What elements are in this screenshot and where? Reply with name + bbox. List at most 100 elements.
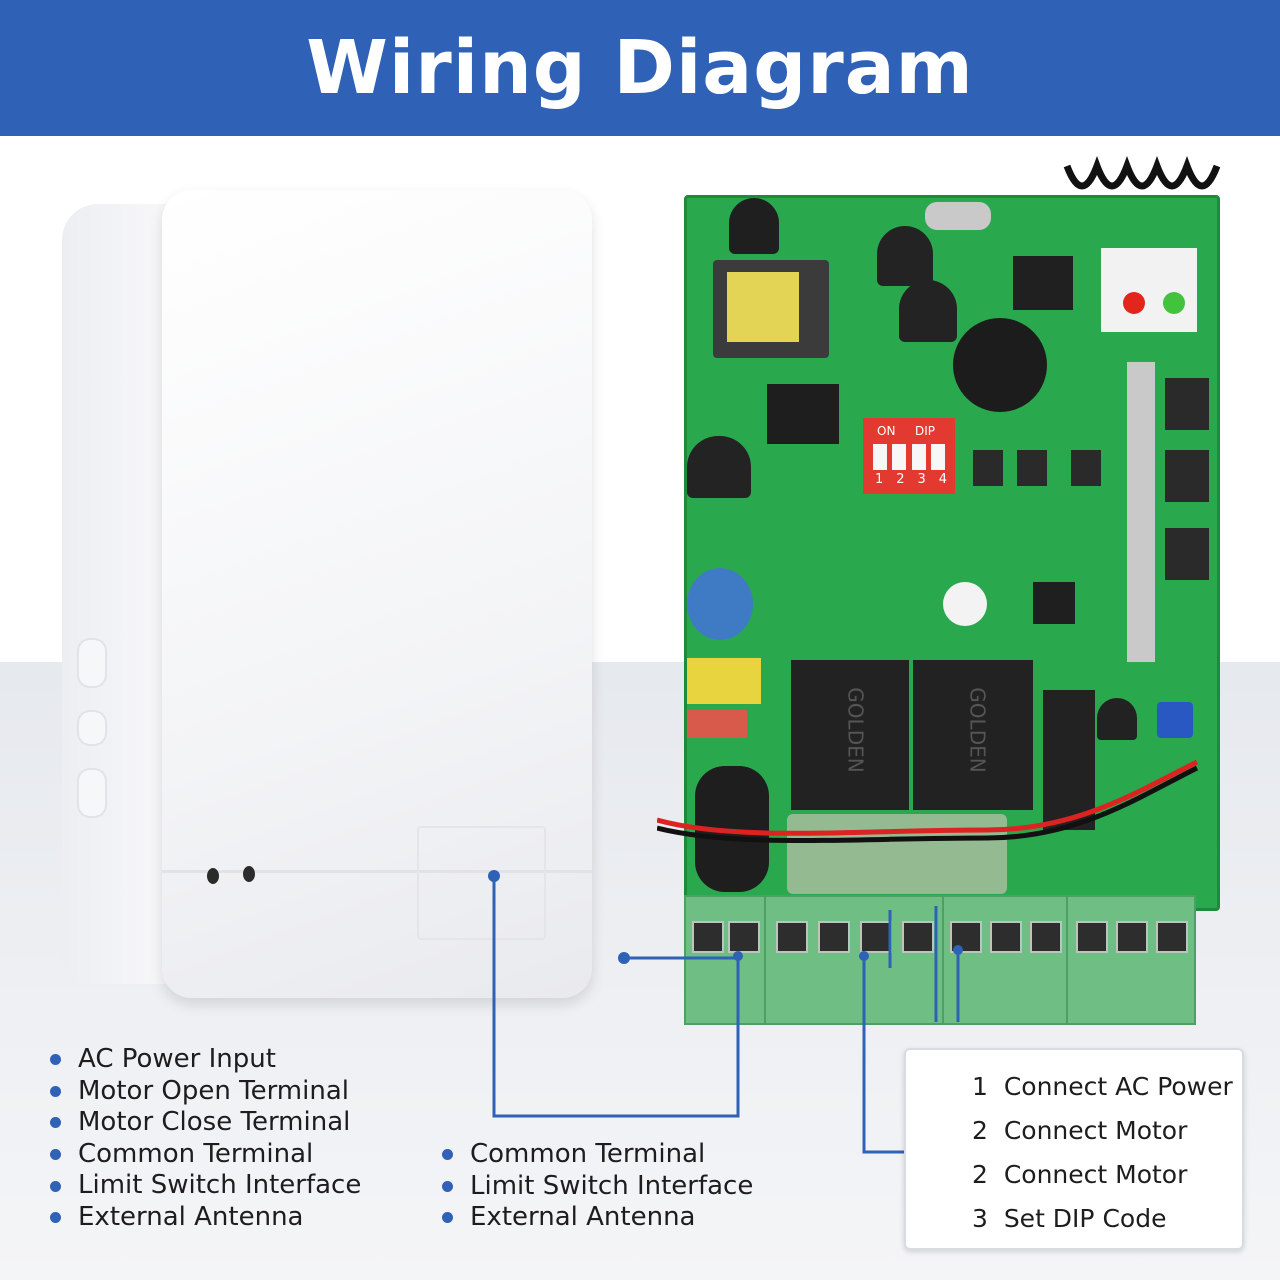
page-title: Wiring Diagram — [306, 25, 974, 111]
blue-capacitor — [687, 568, 753, 640]
step-number: 2 — [972, 1160, 988, 1189]
terminal-screw[interactable] — [692, 921, 724, 953]
dip-toggle-1[interactable] — [873, 444, 887, 470]
bullet-icon — [50, 1149, 61, 1161]
vent-hole-1 — [207, 868, 219, 884]
legend-label: AC Power Input — [78, 1044, 276, 1074]
legend-item: AC Power Input — [50, 1044, 361, 1076]
bullet-icon — [50, 1212, 61, 1224]
microcontroller — [1033, 582, 1075, 624]
leader-line-box-to-terminal — [492, 876, 740, 1118]
dip-toggle-4[interactable] — [930, 444, 945, 470]
dip-number-4: 4 — [938, 472, 947, 487]
terminal-screw[interactable] — [1116, 921, 1148, 953]
side-button-a[interactable] — [1165, 378, 1209, 430]
legend-label: Common Terminal — [470, 1139, 706, 1169]
legend-label: External Antenna — [470, 1202, 696, 1233]
fuse-holder — [787, 814, 1007, 894]
bullet-icon — [50, 1054, 61, 1066]
legend-label: Common Terminal — [78, 1138, 314, 1169]
legend-label: External Antenna — [78, 1201, 304, 1232]
bullet-icon — [442, 1149, 453, 1161]
push-button-2[interactable] — [1017, 450, 1047, 486]
buzzer — [953, 318, 1047, 412]
step-text: Set DIP Code — [1003, 1204, 1167, 1233]
legend-item: Limit Switch Interface — [50, 1170, 361, 1202]
side-button-b[interactable] — [1165, 450, 1209, 502]
capacitor-1 — [729, 198, 779, 254]
enclosure-front — [162, 190, 592, 998]
dip-toggle-3[interactable] — [911, 444, 926, 470]
legend-item: Common Terminal — [50, 1139, 361, 1171]
led-holder — [1101, 248, 1197, 332]
terminal-screw[interactable] — [990, 921, 1022, 953]
step-row: 2 Connect Motor — [972, 1160, 1187, 1189]
relay-3 — [1043, 690, 1095, 830]
legend-item: External Antenna — [442, 1202, 753, 1234]
title-banner: Wiring Diagram — [0, 0, 1280, 136]
bullet-icon — [442, 1212, 453, 1224]
push-button-3[interactable] — [1071, 450, 1101, 486]
terminal-screw[interactable] — [728, 921, 760, 953]
legend-item: Motor Close Terminal — [50, 1107, 361, 1139]
legend-item: External Antenna — [50, 1202, 361, 1234]
legend-left: AC Power Input Motor Open Terminal Motor… — [50, 1044, 361, 1234]
leader-dot — [488, 870, 500, 882]
steps-box: 1 Connect AC Power 2 Connect Motor 2 Con… — [904, 1048, 1244, 1250]
leader-dot — [733, 951, 743, 961]
crystal — [925, 202, 991, 230]
dip-label-on: ON — [877, 424, 896, 438]
legend-label: Motor Close Terminal — [78, 1107, 351, 1138]
legend-label: Limit Switch Interface — [78, 1170, 362, 1201]
step-number: 3 — [972, 1204, 988, 1233]
terminal-screw[interactable] — [776, 921, 808, 953]
side-button-1 — [77, 638, 107, 688]
relay-2: GOLDEN — [913, 660, 1033, 810]
cable-knockout — [417, 826, 546, 940]
yellow-capacitor — [687, 658, 761, 704]
push-button-1[interactable] — [973, 450, 1003, 486]
antenna-coil — [1063, 156, 1221, 190]
bullet-icon — [442, 1180, 453, 1192]
legend-right: Common Terminal Limit Switch Interface E… — [442, 1139, 753, 1234]
terminal-screw[interactable] — [818, 921, 850, 953]
leader-dot — [953, 945, 963, 955]
terminal-screw[interactable] — [1030, 921, 1062, 953]
dip-number-3: 3 — [917, 472, 926, 487]
capacitor-3 — [899, 280, 957, 342]
legend-item: Common Terminal — [442, 1139, 753, 1171]
ic-chip — [767, 384, 839, 444]
step-text: Connect Motor — [1003, 1160, 1188, 1189]
dip-toggle-2[interactable] — [892, 444, 907, 470]
leader-dot — [859, 951, 869, 961]
relay-1: GOLDEN — [791, 660, 909, 810]
red-resistor-block — [687, 710, 747, 738]
green-led — [1163, 292, 1185, 314]
red-led — [1123, 292, 1145, 314]
leader-dot — [618, 952, 630, 964]
vent-hole-2 — [243, 866, 255, 882]
bullet-icon — [50, 1117, 61, 1129]
side-button-c[interactable] — [1165, 528, 1209, 580]
step-number: 1 — [972, 1072, 988, 1101]
dip-number-1: 1 — [875, 472, 884, 487]
mount-hole — [943, 582, 987, 626]
terminal-screw[interactable] — [1076, 921, 1108, 953]
terminal-screw[interactable] — [902, 921, 934, 953]
legend-item: Motor Open Terminal — [50, 1076, 361, 1108]
step-text: Connect AC Power — [1003, 1072, 1233, 1101]
terminal-screw[interactable] — [1156, 921, 1188, 953]
circuit-board: ON DIP 1 2 3 4 GOLDEN GOLDEN — [657, 156, 1221, 911]
step-text: Connect Motor — [1003, 1116, 1188, 1145]
dip-label-dip: DIP — [915, 424, 936, 438]
receiver-enclosure — [62, 190, 592, 998]
legend-item: Limit Switch Interface — [442, 1171, 753, 1203]
rf-module — [1127, 362, 1155, 662]
dip-switch: ON DIP 1 2 3 4 — [863, 418, 955, 494]
enclosure-side — [62, 204, 172, 984]
capacitor-2 — [877, 226, 933, 286]
chip-regulator — [1013, 256, 1073, 310]
capacitor-5 — [1097, 698, 1137, 740]
capacitor-4 — [687, 436, 751, 498]
bullet-icon — [50, 1085, 61, 1097]
